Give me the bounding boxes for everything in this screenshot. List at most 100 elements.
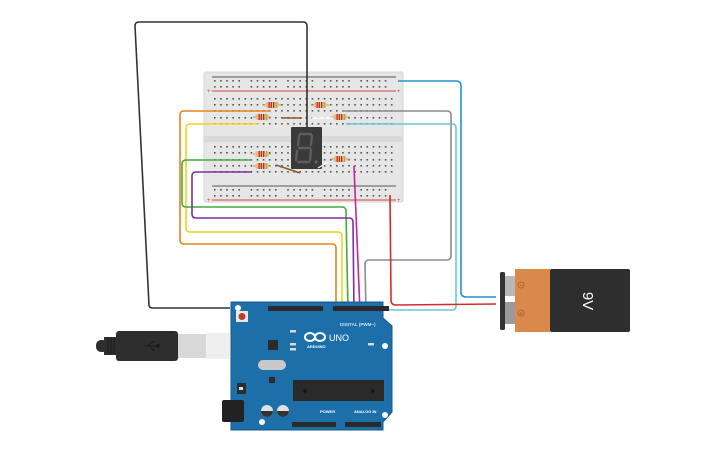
breadboard-hole[interactable] [348,159,350,161]
breadboard-hole[interactable] [384,98,387,100]
breadboard-hole[interactable] [299,80,301,82]
breadboard-hole[interactable] [256,171,259,173]
breadboard-hole[interactable] [329,110,332,112]
breadboard-hole[interactable] [238,165,240,167]
breadboard-hole[interactable] [287,195,289,197]
breadboard-hole[interactable] [226,146,228,148]
breadboard-hole[interactable] [299,195,301,197]
green-wire[interactable] [181,159,349,313]
breadboard-hole[interactable] [299,110,301,112]
breadboard-hole[interactable] [323,195,326,197]
breadboard-hole[interactable] [360,165,362,167]
breadboard-hole[interactable] [268,171,271,173]
breadboard-hole[interactable] [220,86,222,88]
breadboard-hole[interactable] [384,80,387,82]
breadboard-hole[interactable] [305,189,308,191]
breadboard-hole[interactable] [384,159,387,161]
breadboard-hole[interactable] [323,152,326,154]
breadboard-hole[interactable] [275,80,277,82]
breadboard-hole[interactable] [293,104,295,106]
breadboard-hole[interactable] [293,98,295,100]
breadboard-hole[interactable] [299,98,301,100]
breadboard-hole[interactable] [329,195,332,197]
breadboard-hole[interactable] [348,86,350,88]
resistor[interactable] [253,163,271,169]
breadboard-hole[interactable] [226,98,228,100]
breadboard-hole[interactable] [275,195,277,197]
breadboard-hole[interactable] [366,86,369,88]
breadboard-hole[interactable] [378,152,381,154]
breadboard-hole[interactable] [281,146,283,148]
breadboard-hole[interactable] [360,195,362,197]
breadboard-hole[interactable] [262,159,265,161]
breadboard-hole[interactable] [287,152,289,154]
breadboard-hole[interactable] [275,117,277,119]
breadboard-hole[interactable] [214,195,216,197]
breadboard-hole[interactable] [275,98,277,100]
breadboard-hole[interactable] [323,171,326,173]
breadboard-hole[interactable] [232,117,234,119]
magenta-wire[interactable] [353,165,361,313]
breadboard-hole[interactable] [214,104,216,106]
breadboard-hole[interactable] [220,104,222,106]
breadboard-hole[interactable] [372,195,375,197]
breadboard-hole[interactable] [226,86,228,88]
breadboard-hole[interactable] [232,152,234,154]
breadboard-hole[interactable] [268,117,271,119]
breadboard-hole[interactable] [268,152,271,154]
breadboard-hole[interactable] [311,86,314,88]
breadboard-hole[interactable] [287,171,289,173]
breadboard-hole[interactable] [360,171,362,173]
breadboard-hole[interactable] [390,171,393,173]
breadboard-hole[interactable] [348,195,350,197]
breadboard-hole[interactable] [299,189,301,191]
jumper-white[interactable] [317,161,329,169]
resistor[interactable] [253,151,271,157]
breadboard-hole[interactable] [238,104,240,106]
breadboard-hole[interactable] [390,104,393,106]
breadboard-hole[interactable] [378,171,381,173]
breadboard-hole[interactable] [299,123,301,125]
breadboard-hole[interactable] [329,104,332,106]
breadboard-hole[interactable] [305,171,308,173]
breadboard-hole[interactable] [342,195,344,197]
breadboard-hole[interactable] [378,189,381,191]
breadboard-hole[interactable] [256,104,259,106]
breadboard-hole[interactable] [372,80,375,82]
breadboard-hole[interactable] [336,110,338,112]
breadboard-hole[interactable] [342,104,344,106]
breadboard-hole[interactable] [293,86,295,88]
breadboard-hole[interactable] [366,104,369,106]
breadboard-hole[interactable] [384,189,387,191]
breadboard-hole[interactable] [220,117,222,119]
breadboard-hole[interactable] [372,146,375,148]
breadboard-hole[interactable] [384,171,387,173]
breadboard-hole[interactable] [256,159,259,161]
breadboard-hole[interactable] [287,189,289,191]
breadboard-hole[interactable] [354,117,356,119]
breadboard-hole[interactable] [244,104,247,106]
breadboard-hole[interactable] [299,171,301,173]
breadboard-hole[interactable] [214,80,216,82]
breadboard-hole[interactable] [342,146,344,148]
breadboard-hole[interactable] [287,80,289,82]
breadboard-hole[interactable] [378,117,381,119]
breadboard-hole[interactable] [317,110,320,112]
breadboard-hole[interactable] [268,98,271,100]
breadboard-hole[interactable] [336,152,338,154]
breadboard-hole[interactable] [287,98,289,100]
breadboard-hole[interactable] [238,98,240,100]
breadboard-hole[interactable] [342,123,344,125]
breadboard-hole[interactable] [354,165,356,167]
breadboard-hole[interactable] [293,123,295,125]
breadboard-hole[interactable] [268,159,271,161]
breadboard-hole[interactable] [232,98,234,100]
purple-wire[interactable] [191,171,355,313]
breadboard-hole[interactable] [281,110,283,112]
orange-wire[interactable] [179,110,337,312]
breadboard-hole[interactable] [323,159,326,161]
breadboard-hole[interactable] [372,159,375,161]
breadboard-hole[interactable] [250,104,253,106]
breadboard-hole[interactable] [275,152,277,154]
breadboard-hole[interactable] [329,165,332,167]
